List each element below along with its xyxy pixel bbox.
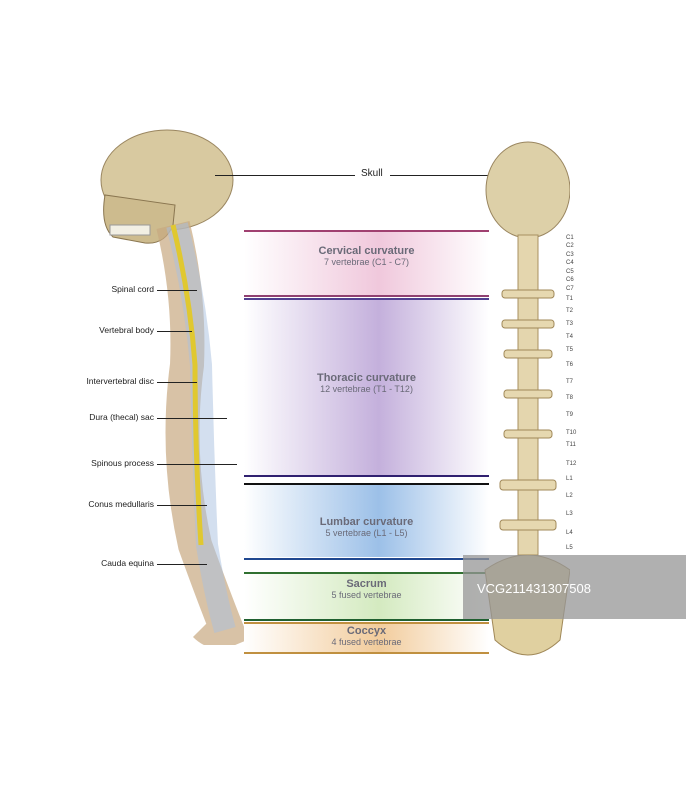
vlabel-c2: C2 (566, 243, 574, 249)
label-vertebral-body: Vertebral body (99, 325, 154, 335)
vlabel-t3: T3 (566, 321, 574, 327)
vlabel-t5: T5 (566, 347, 574, 353)
vlabel-l2: L2 (566, 493, 573, 499)
region-subtitle: 12 vertebrae (T1 - T12) (320, 384, 413, 394)
vlabel-t12: T12 (566, 461, 577, 467)
label-intervertebral-disc: Intervertebral disc (86, 376, 154, 386)
watermark-text: VCG211431307508 (477, 581, 591, 596)
vlabel-c5: C5 (566, 269, 574, 275)
label-spinal-cord: Spinal cord (111, 284, 154, 294)
vlabel-t6: T6 (566, 362, 574, 368)
vlabel-l3: L3 (566, 511, 573, 517)
region-subtitle: 5 fused vertebrae (331, 590, 402, 600)
region-subtitle: 4 fused vertebrae (331, 637, 402, 647)
label-conus-medullaris: Conus medullaris (88, 499, 154, 509)
vlabel-l5: L5 (566, 545, 573, 551)
vlabel-t4: T4 (566, 334, 574, 340)
region-title: Cervical curvature (318, 245, 415, 257)
vlabel-t8: T8 (566, 395, 574, 401)
vlabel-c7: C7 (566, 286, 574, 292)
vlabel-c6: C6 (566, 277, 574, 283)
label-dura-sac: Dura (thecal) sac (89, 412, 154, 422)
vlabel-t11: T11 (566, 442, 576, 448)
label-cauda-equina: Cauda equina (101, 558, 154, 568)
region-title: Sacrum (346, 578, 387, 590)
region-subtitle: 5 vertebrae (L1 - L5) (325, 528, 408, 538)
vlabel-c3: C3 (566, 252, 574, 258)
region-subtitle: 7 vertebrae (C1 - C7) (323, 257, 410, 267)
vlabel-t9: T9 (566, 412, 574, 418)
vlabel-t1: T1 (566, 296, 574, 302)
vlabel-c4: C4 (566, 260, 574, 266)
lateral-spine-illustration (100, 129, 250, 645)
vlabel-l4: L4 (566, 530, 573, 536)
vlabel-l1: L1 (566, 476, 573, 482)
label-spinous-process: Spinous process (91, 458, 154, 468)
region-title: Thoracic curvature (316, 372, 417, 384)
vlabel-t7: T7 (566, 379, 574, 385)
vlabel-t10: T10 (566, 430, 577, 436)
region-title: Lumbar curvature (319, 516, 414, 528)
region-title: Coccyx (346, 625, 387, 637)
label-skull: Skull (361, 168, 383, 179)
vlabel-c1: C1 (566, 235, 574, 241)
vlabel-t2: T2 (566, 308, 574, 314)
watermark: VCG211431307508 (463, 555, 686, 619)
